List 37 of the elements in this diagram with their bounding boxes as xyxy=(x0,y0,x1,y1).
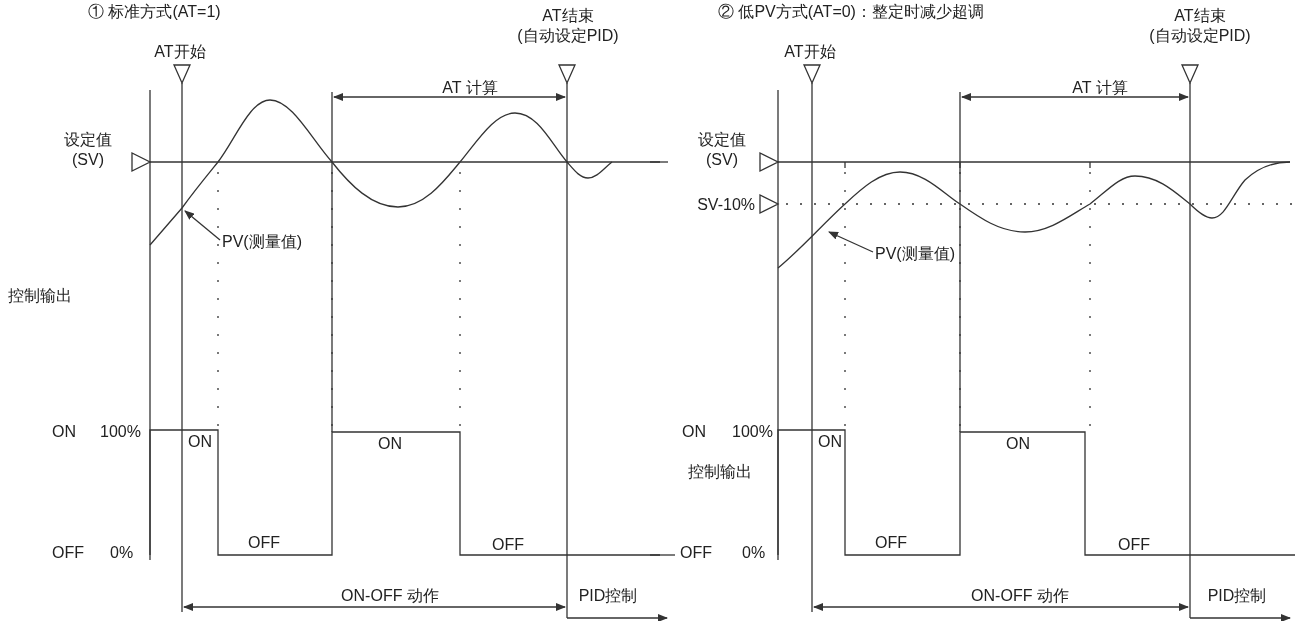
state-label: OFF xyxy=(1118,535,1150,555)
axis-label: ON xyxy=(682,422,706,442)
axis-label: 设定值 (SV) xyxy=(697,130,747,170)
panel-title: ① 标准方式(AT=1) xyxy=(88,2,221,22)
leader-line xyxy=(184,210,221,241)
state-label: OFF xyxy=(248,533,280,553)
axis-label: SV-10% xyxy=(697,195,755,215)
leader-line xyxy=(828,231,874,253)
axis-label: 控制输出 xyxy=(688,462,752,482)
event-label: AT开始 xyxy=(783,42,837,62)
dimension-label: ON-OFF 动作 xyxy=(340,586,440,606)
event-label: AT开始 xyxy=(153,42,207,62)
dimension-label: ON-OFF 动作 xyxy=(970,586,1070,606)
state-label: ON xyxy=(1006,434,1030,454)
state-label: ON xyxy=(188,432,212,452)
axis-label: 100% xyxy=(100,422,141,442)
event-label: AT结束 (自动设定PID) xyxy=(1148,6,1252,46)
state-label: ON xyxy=(818,432,842,452)
callout-label: PV(测量值) xyxy=(875,244,955,264)
axis-label: 100% xyxy=(732,422,773,442)
axis-label: OFF xyxy=(52,543,84,563)
panel-title: ② 低PV方式(AT=0)：整定时减少超调 xyxy=(718,2,984,22)
axis-label: 控制输出 xyxy=(8,286,72,306)
axis-label: 0% xyxy=(110,543,134,563)
event-label: AT结束 (自动设定PID) xyxy=(516,6,620,46)
callout-label: PV(测量值) xyxy=(222,232,302,252)
dimension-label: PID控制 xyxy=(577,586,639,606)
axis-label: OFF xyxy=(680,543,712,563)
axis-label: 0% xyxy=(742,543,766,563)
dimension-label: AT 计算 xyxy=(1071,78,1129,98)
dimension-label: AT 计算 xyxy=(441,78,499,98)
state-label: OFF xyxy=(492,535,524,555)
state-label: OFF xyxy=(875,533,907,553)
dimension-label: PID控制 xyxy=(1206,586,1268,606)
axis-label: ON xyxy=(52,422,76,442)
state-label: ON xyxy=(378,434,402,454)
axis-label: 设定值 (SV) xyxy=(63,130,113,170)
